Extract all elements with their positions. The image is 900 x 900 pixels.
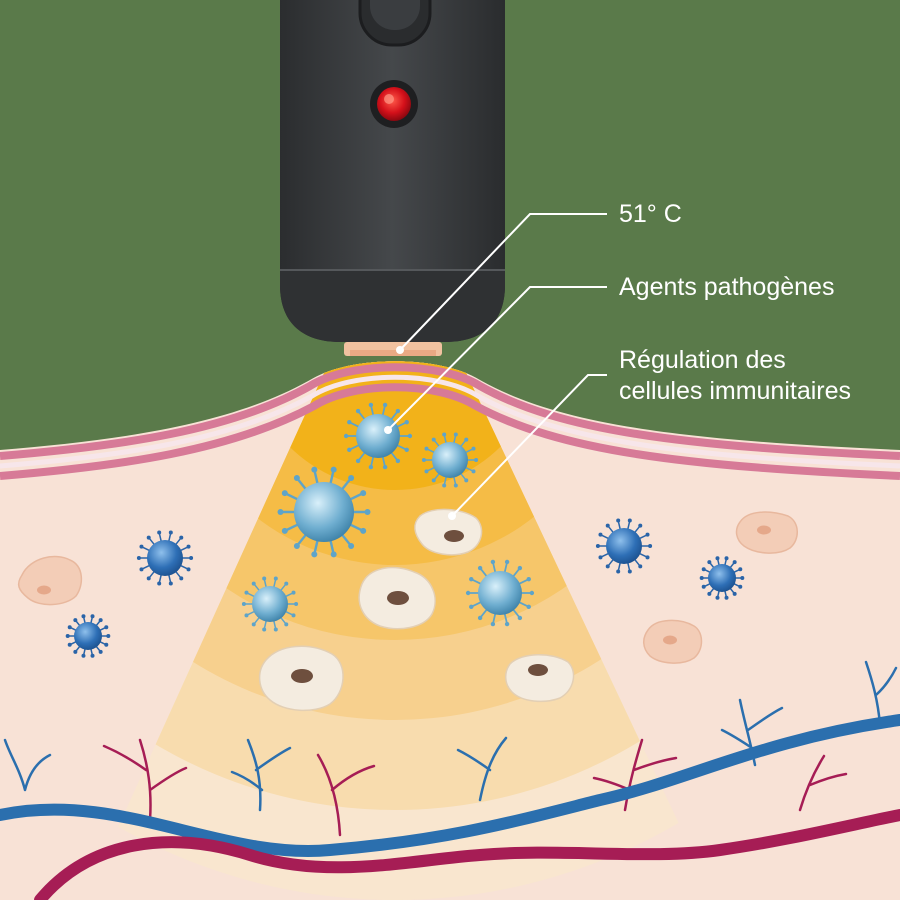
epidermis-layer <box>0 363 900 480</box>
immune-cell <box>258 645 344 712</box>
vein <box>0 714 900 857</box>
label-immune-regulation: Régulation des cellules immunitaires <box>619 345 851 407</box>
blood-vessels <box>0 660 900 900</box>
heat-pen-device <box>280 0 505 356</box>
pathogen <box>465 559 535 627</box>
immune-cells <box>258 508 575 712</box>
pathogens <box>241 402 535 632</box>
artery <box>34 809 900 900</box>
label-immune-regulation-line1: Régulation des <box>619 346 786 374</box>
label-pathogens: Agents pathogènes <box>619 273 835 301</box>
pathogen <box>421 432 479 488</box>
skin-cell <box>735 511 798 554</box>
immune-cell <box>505 654 575 703</box>
skin-cells <box>17 511 798 664</box>
skin-cell <box>643 619 703 664</box>
pathogen <box>277 466 371 558</box>
pathogen <box>241 576 299 632</box>
immune-cell <box>358 566 436 630</box>
virus <box>699 556 745 600</box>
label-immune-regulation-line2: cellules immunitaires <box>619 377 852 405</box>
callout-line-immune <box>451 374 607 517</box>
immune-cell <box>414 508 483 556</box>
virus <box>136 530 194 586</box>
virus <box>65 614 111 658</box>
callout-line-temperature <box>399 213 607 351</box>
callout-line-pathogens <box>387 286 607 431</box>
label-temperature: 51° C <box>619 200 682 228</box>
pathogen <box>343 402 413 470</box>
callout-lines <box>384 213 607 520</box>
virus <box>595 518 653 574</box>
free-viruses <box>65 518 745 658</box>
skin-cell <box>17 555 83 606</box>
